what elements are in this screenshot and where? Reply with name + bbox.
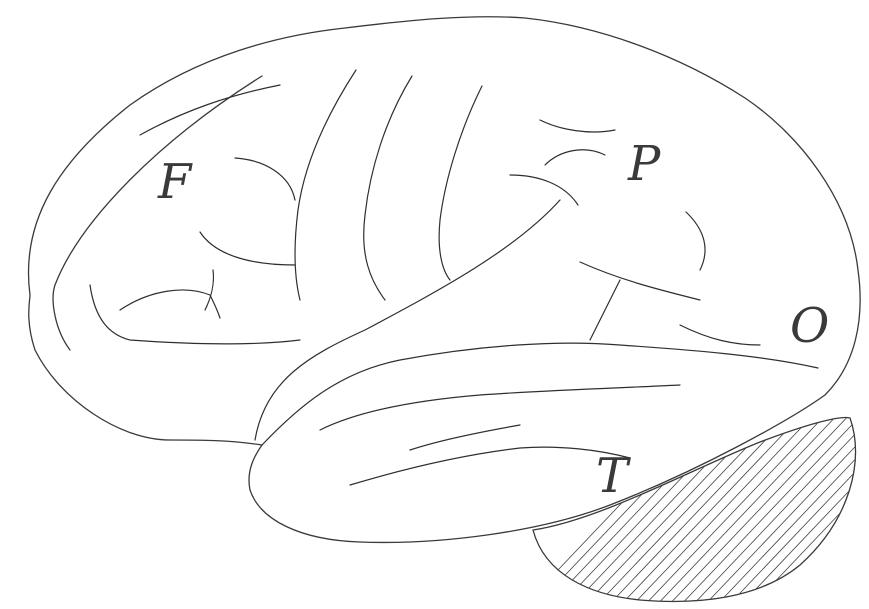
superior-frontal-sulcus	[140, 85, 280, 135]
cerebellum-hatching	[520, 410, 869, 609]
frontal-sulcus-d	[205, 270, 213, 310]
hatch-line	[640, 410, 830, 609]
cerebrum-outline	[28, 17, 860, 543]
supramarginal-gyrus-line	[510, 175, 578, 205]
frontal-inner-margin	[53, 76, 262, 350]
hatch-line	[808, 410, 869, 609]
central-sulcus	[364, 76, 412, 300]
hatch-line	[724, 410, 869, 609]
occipital-sulcus-d	[680, 325, 760, 345]
hatch-line	[736, 410, 869, 609]
temporal-lobe-label: T	[596, 448, 631, 504]
hatch-line	[760, 410, 869, 609]
parietal-lobe-label: P	[627, 136, 661, 192]
orbital-sulcus	[90, 285, 300, 344]
hatch-line	[628, 410, 818, 609]
hatch-line	[844, 410, 869, 609]
frontal-sulcus-b	[200, 232, 295, 265]
cerebellum	[520, 410, 869, 609]
occipital-sulcus-a	[686, 212, 705, 270]
frontal-sulcus-a	[235, 158, 295, 200]
superior-temporal-sulcus	[320, 385, 680, 430]
hatch-line	[664, 410, 854, 609]
temporal-sulcus-c	[410, 425, 520, 450]
intraparietal-sulcus-a	[540, 120, 615, 132]
occipital-sulcus-b	[580, 262, 700, 300]
precentral-sulcus	[295, 70, 356, 300]
hatch-line	[652, 410, 842, 609]
intraparietal-sulcus-b	[545, 150, 605, 165]
occipital-lobe-label: O	[790, 298, 829, 354]
hatch-line	[700, 410, 869, 609]
inferior-temporal-sulcus	[350, 447, 630, 485]
occipital-sulcus-c	[590, 280, 620, 340]
temporal-pole-curve	[262, 343, 818, 445]
hatch-line	[676, 410, 866, 609]
hatch-line	[784, 410, 869, 609]
frontal-lobe-label: F	[157, 154, 193, 210]
postcentral-sulcus	[439, 86, 482, 280]
hatch-line	[856, 410, 869, 609]
hatch-line	[820, 410, 869, 609]
frontal-sulcus-c	[120, 290, 220, 318]
